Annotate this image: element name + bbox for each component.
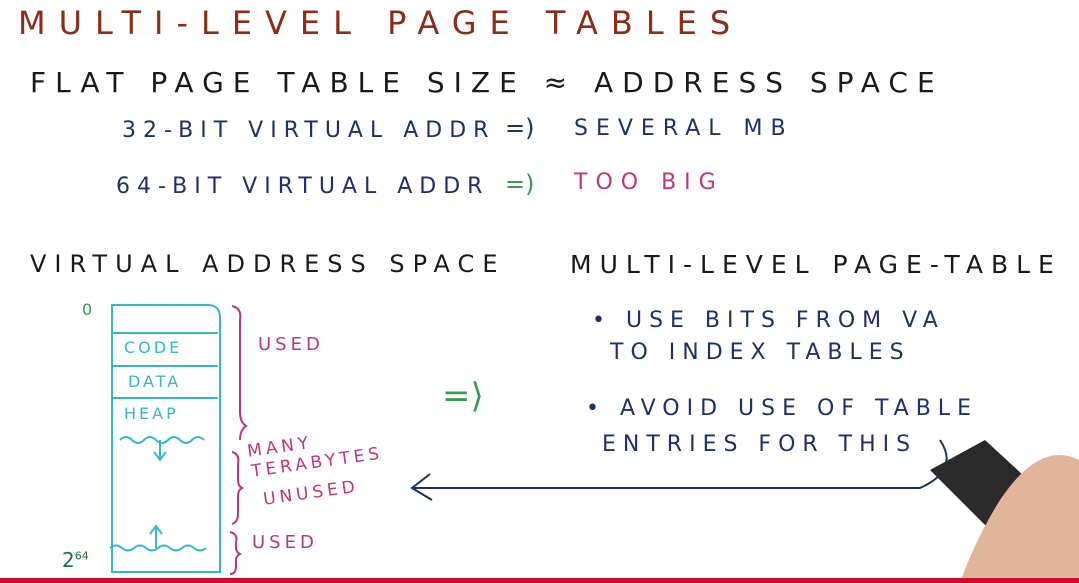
braces bbox=[229, 305, 248, 575]
line-64bit-left: 64-BIT VIRTUAL ADDR bbox=[116, 174, 490, 199]
slide-title: MULTI-LEVEL PAGE TABLES bbox=[18, 4, 744, 42]
implies-arrow-32bit: =) bbox=[505, 114, 535, 142]
line-64bit-right: TOO BIG bbox=[574, 170, 724, 195]
virtual-address-space-heading: VIRTUAL ADDRESS SPACE bbox=[30, 250, 506, 278]
address-space-box bbox=[109, 304, 221, 573]
line-32bit-left: 32-BIT VIRTUAL ADDR bbox=[122, 118, 496, 143]
address-zero-label: 0 bbox=[82, 300, 93, 319]
brace-unused bbox=[231, 451, 245, 525]
bullet-1-line-2: TO INDEX TABLES bbox=[610, 340, 911, 365]
label-used-bottom: USED bbox=[252, 532, 318, 553]
segment-data: DATA bbox=[128, 372, 182, 391]
address-end-label: 264 bbox=[62, 548, 89, 572]
multi-level-page-table-heading: MULTI-LEVEL PAGE-TABLE bbox=[570, 250, 1062, 279]
flat-page-table-heading: FLAT PAGE TABLE SIZE ≈ ADDRESS SPACE bbox=[30, 66, 944, 99]
marker-hand bbox=[930, 440, 1079, 583]
label-used-top: USED bbox=[258, 334, 324, 355]
brace-used-top bbox=[231, 305, 248, 441]
bullet-2-line-1: • AVOID USE OF TABLE bbox=[586, 396, 978, 421]
bullet-2-line-2: ENTRIES FOR THIS bbox=[602, 432, 918, 457]
segment-code: CODE bbox=[124, 338, 183, 357]
segment-heap: HEAP bbox=[124, 404, 179, 423]
bullet-1-line-1: • USE BITS FROM VA bbox=[592, 308, 945, 333]
implies-arrow: =⟩ bbox=[442, 376, 484, 416]
line-32bit-right: SEVERAL MB bbox=[574, 116, 794, 141]
video-progress-bar bbox=[0, 578, 1079, 583]
implies-arrow-64bit: =) bbox=[505, 170, 535, 198]
brace-used-bottom bbox=[229, 531, 243, 575]
